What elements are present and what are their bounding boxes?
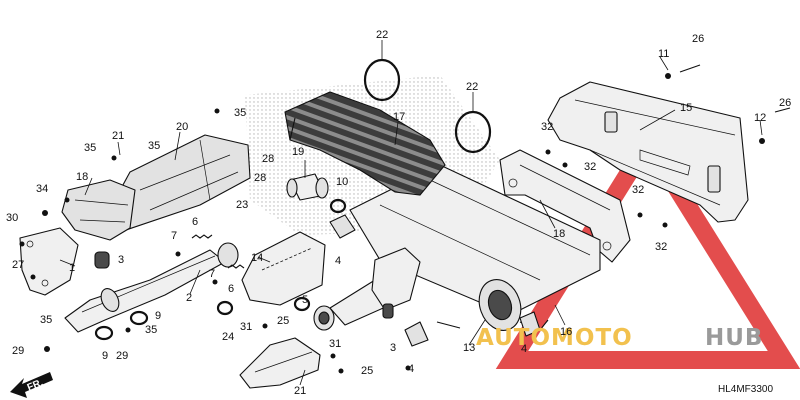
callout-3-left: 3	[118, 254, 124, 266]
callout-24: 24	[222, 331, 234, 343]
callout-30: 30	[6, 212, 18, 224]
callout-6-left: 6	[192, 216, 198, 228]
callout-10-top: 11	[658, 48, 669, 60]
callout-32-d: 32	[655, 241, 667, 253]
front-direction-arrow: FR.	[10, 372, 53, 398]
callout-4-center: 4	[335, 255, 341, 267]
callout-3-right: 3	[390, 342, 396, 354]
watermark-text: AUTOMOTO HUB	[476, 325, 763, 351]
rubber-mounts	[94, 214, 541, 347]
callout-7-right: 7	[209, 268, 215, 280]
callout-25-right: 25	[361, 365, 373, 377]
callout-20: 21	[112, 130, 124, 142]
springs	[191, 234, 245, 269]
callout-5: 5	[302, 294, 308, 306]
part-18-front-heat-shield	[61, 179, 136, 241]
callout-16: 18	[553, 228, 565, 240]
part-2-exhaust-pipe	[64, 242, 239, 333]
callout-19: 20	[176, 121, 188, 133]
watermark-text-b: HUB	[705, 325, 763, 351]
watermark-text-a: AUTOMOTO	[476, 325, 633, 351]
callout-9-left: 9	[102, 350, 108, 362]
callout-21: 21	[294, 385, 306, 397]
part-5-connecting-pipe	[313, 247, 421, 331]
callout-25-left: 25	[277, 315, 289, 327]
callout-14: 16	[560, 326, 572, 338]
callout-18: 18	[76, 171, 88, 183]
callout-22-top: 22	[376, 29, 388, 41]
part-19-pipe-protector	[111, 134, 251, 233]
part-13-muffler-cover	[547, 81, 749, 223]
callout-12: 14	[251, 252, 263, 264]
callout-17: 19	[292, 146, 304, 158]
callout-35-right: 35	[148, 140, 160, 152]
callout-31-left: 31	[240, 321, 252, 333]
callout-labels: 22 22 17 19 28 28 10 23 4 14 6 7 7 6 2 3…	[6, 29, 791, 397]
bolts	[19, 64, 791, 374]
callout-32-a: 32	[541, 121, 553, 133]
part-12-pipe-shield	[241, 231, 326, 306]
callout-35-left: 35	[84, 142, 96, 154]
callout-10-right: 12	[754, 112, 766, 124]
callout-22-mid: 22	[466, 81, 478, 93]
part-16-muffler-bracket	[499, 149, 631, 263]
callout-29-right: 29	[116, 350, 128, 362]
callout-32-c: 32	[632, 184, 644, 196]
callout-13: 15	[680, 102, 692, 114]
callout-4-lower: 4	[408, 363, 414, 375]
callout-28-lower: 28	[254, 172, 266, 184]
leader-lines	[59, 40, 763, 386]
callout-15: 17	[393, 111, 405, 123]
callout-29-left: 29	[12, 345, 24, 357]
callout-32-b: 32	[584, 161, 596, 173]
callout-35-top: 35	[234, 107, 246, 119]
callout-6-right: 6	[228, 283, 234, 295]
callout-2: 2	[186, 292, 192, 304]
callout-4-right: 4	[521, 343, 527, 355]
callout-11: 13	[463, 342, 475, 354]
callout-28-upper: 28	[262, 153, 274, 165]
callout-8: 10	[336, 176, 348, 188]
callout-31-right: 31	[329, 338, 341, 350]
callout-34-right: 35	[145, 324, 157, 336]
callout-23: 23	[236, 199, 248, 211]
callout-7-left: 7	[171, 230, 177, 242]
part-17-sensor-pipe	[286, 173, 329, 201]
callout-27: 27	[12, 259, 24, 271]
part-15-heat-protector	[284, 91, 446, 196]
callout-26-top: 26	[692, 33, 704, 45]
callout-26-right: 26	[779, 97, 791, 109]
part-21-lower-shield	[239, 337, 321, 389]
diagram-code: HL4MF3300	[718, 384, 773, 395]
callout-9-right: 9	[155, 310, 161, 322]
callout-34-left: 35	[40, 314, 52, 326]
callout-1: 1	[69, 262, 75, 274]
callout-33: 34	[36, 183, 48, 195]
